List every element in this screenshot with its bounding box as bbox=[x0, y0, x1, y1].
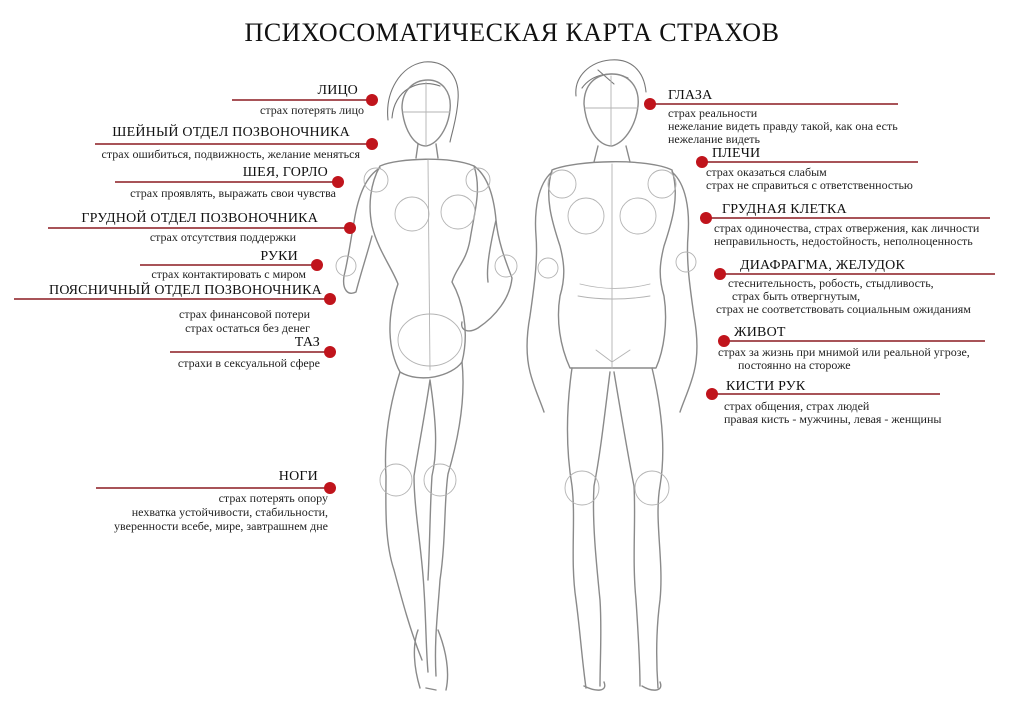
marker-dot-pelvis bbox=[324, 346, 336, 358]
label-lumbar-line-2: страх остаться без денег bbox=[185, 321, 310, 335]
marker-dot-shoulders bbox=[696, 156, 708, 168]
label-thoracic-heading: ГРУДНОЙ ОТДЕЛ ПОЗВОНОЧНИКА bbox=[81, 211, 318, 226]
label-shoulders-line-2: страх не справиться с ответственностью bbox=[706, 178, 913, 192]
label-cervical-line: страх ошибиться, подвижность, желание ме… bbox=[101, 147, 361, 161]
marker-dot-thoracic bbox=[344, 222, 356, 234]
label-lumbar-line-1: страх финансовой потери bbox=[179, 307, 310, 321]
label-belly-line-1: страх за жизнь при мнимой или реальной у… bbox=[718, 345, 970, 359]
male-figure bbox=[526, 59, 698, 691]
label-legs-line-2: нехватка устойчивости, стабильности, bbox=[131, 505, 328, 519]
label-shoulders-heading: ПЛЕЧИ bbox=[712, 146, 761, 161]
label-neck-line: страх проявлять, выражать свои чувства bbox=[130, 186, 336, 200]
leader-lines bbox=[14, 99, 995, 489]
label-belly-line-2: постоянно на стороже bbox=[738, 358, 851, 372]
label-eyes-line-2: нежелание видеть правду такой, как она е… bbox=[668, 119, 898, 133]
marker-dot-diaphragm bbox=[714, 268, 726, 280]
marker-dot-belly bbox=[718, 335, 730, 347]
marker-dot-chest bbox=[700, 212, 712, 224]
label-hands-line-2: правая кисть - мужчины, левая - женщины bbox=[724, 412, 942, 426]
label-thoracic-line: страх отсутствия поддержки bbox=[149, 230, 296, 244]
label-diaphragm-line-2: страх быть отвергнутым, bbox=[732, 289, 861, 303]
label-chest-line-2: неправильность, недостойность, неполноце… bbox=[714, 234, 973, 248]
label-eyes-line-3: нежелание видеть bbox=[668, 132, 760, 146]
marker-dot-face bbox=[366, 94, 378, 106]
marker-dot-hands bbox=[706, 388, 718, 400]
label-lumbar-heading: ПОЯСНИЧНЫЙ ОТДЕЛ ПОЗВОНОЧНИКА bbox=[49, 283, 322, 298]
page-title: ПСИХОСОМАТИЧЕСКАЯ КАРТА СТРАХОВ bbox=[244, 18, 780, 47]
label-eyes-line-1: страх реальности bbox=[668, 106, 758, 120]
marker-dot-eyes bbox=[644, 98, 656, 110]
label-arms-heading: РУКИ bbox=[260, 249, 298, 264]
label-face-heading: ЛИЦО bbox=[317, 83, 358, 98]
label-diaphragm-line-1: стеснительность, робость, стыдливость, bbox=[728, 276, 934, 290]
marker-dot-lumbar bbox=[324, 293, 336, 305]
label-chest-line-1: страх одиночества, страх отвержения, как… bbox=[714, 221, 980, 235]
label-chest-heading: ГРУДНАЯ КЛЕТКА bbox=[722, 202, 847, 217]
label-arms-line: страх контактировать с миром bbox=[151, 267, 306, 281]
label-diaphragm-heading: ДИАФРАГМА, ЖЕЛУДОК bbox=[740, 258, 906, 273]
label-legs-line-3: уверенности всебе, мире, завтрашнем дне bbox=[114, 519, 328, 533]
marker-dot-arms bbox=[311, 259, 323, 271]
label-hands-heading: КИСТИ РУК bbox=[726, 379, 806, 394]
female-figure bbox=[335, 61, 518, 691]
label-legs-heading: НОГИ bbox=[278, 469, 318, 484]
label-diaphragm-line-3: страх не соответствовать социальным ожид… bbox=[716, 302, 971, 316]
label-eyes-heading: ГЛАЗА bbox=[668, 88, 713, 103]
label-neck-heading: ШЕЯ, ГОРЛО bbox=[242, 165, 328, 180]
marker-dot-legs bbox=[324, 482, 336, 494]
label-pelvis-heading: ТАЗ bbox=[294, 335, 320, 350]
label-hands-line-1: страх общения, страх людей bbox=[724, 399, 870, 413]
marker-dots bbox=[311, 94, 730, 494]
label-shoulders-line-1: страх оказаться слабым bbox=[706, 165, 827, 179]
marker-dot-cervical bbox=[366, 138, 378, 150]
label-cervical-heading: ШЕЙНЫЙ ОТДЕЛ ПОЗВОНОЧНИКА bbox=[112, 125, 350, 140]
label-face-line: страх потерять лицо bbox=[260, 103, 364, 117]
label-belly-heading: ЖИВОТ bbox=[734, 325, 786, 340]
label-legs-line-1: страх потерять опору bbox=[218, 491, 328, 505]
label-pelvis-line: страхи в сексуальной сфере bbox=[177, 356, 320, 370]
marker-dot-neck bbox=[332, 176, 344, 188]
